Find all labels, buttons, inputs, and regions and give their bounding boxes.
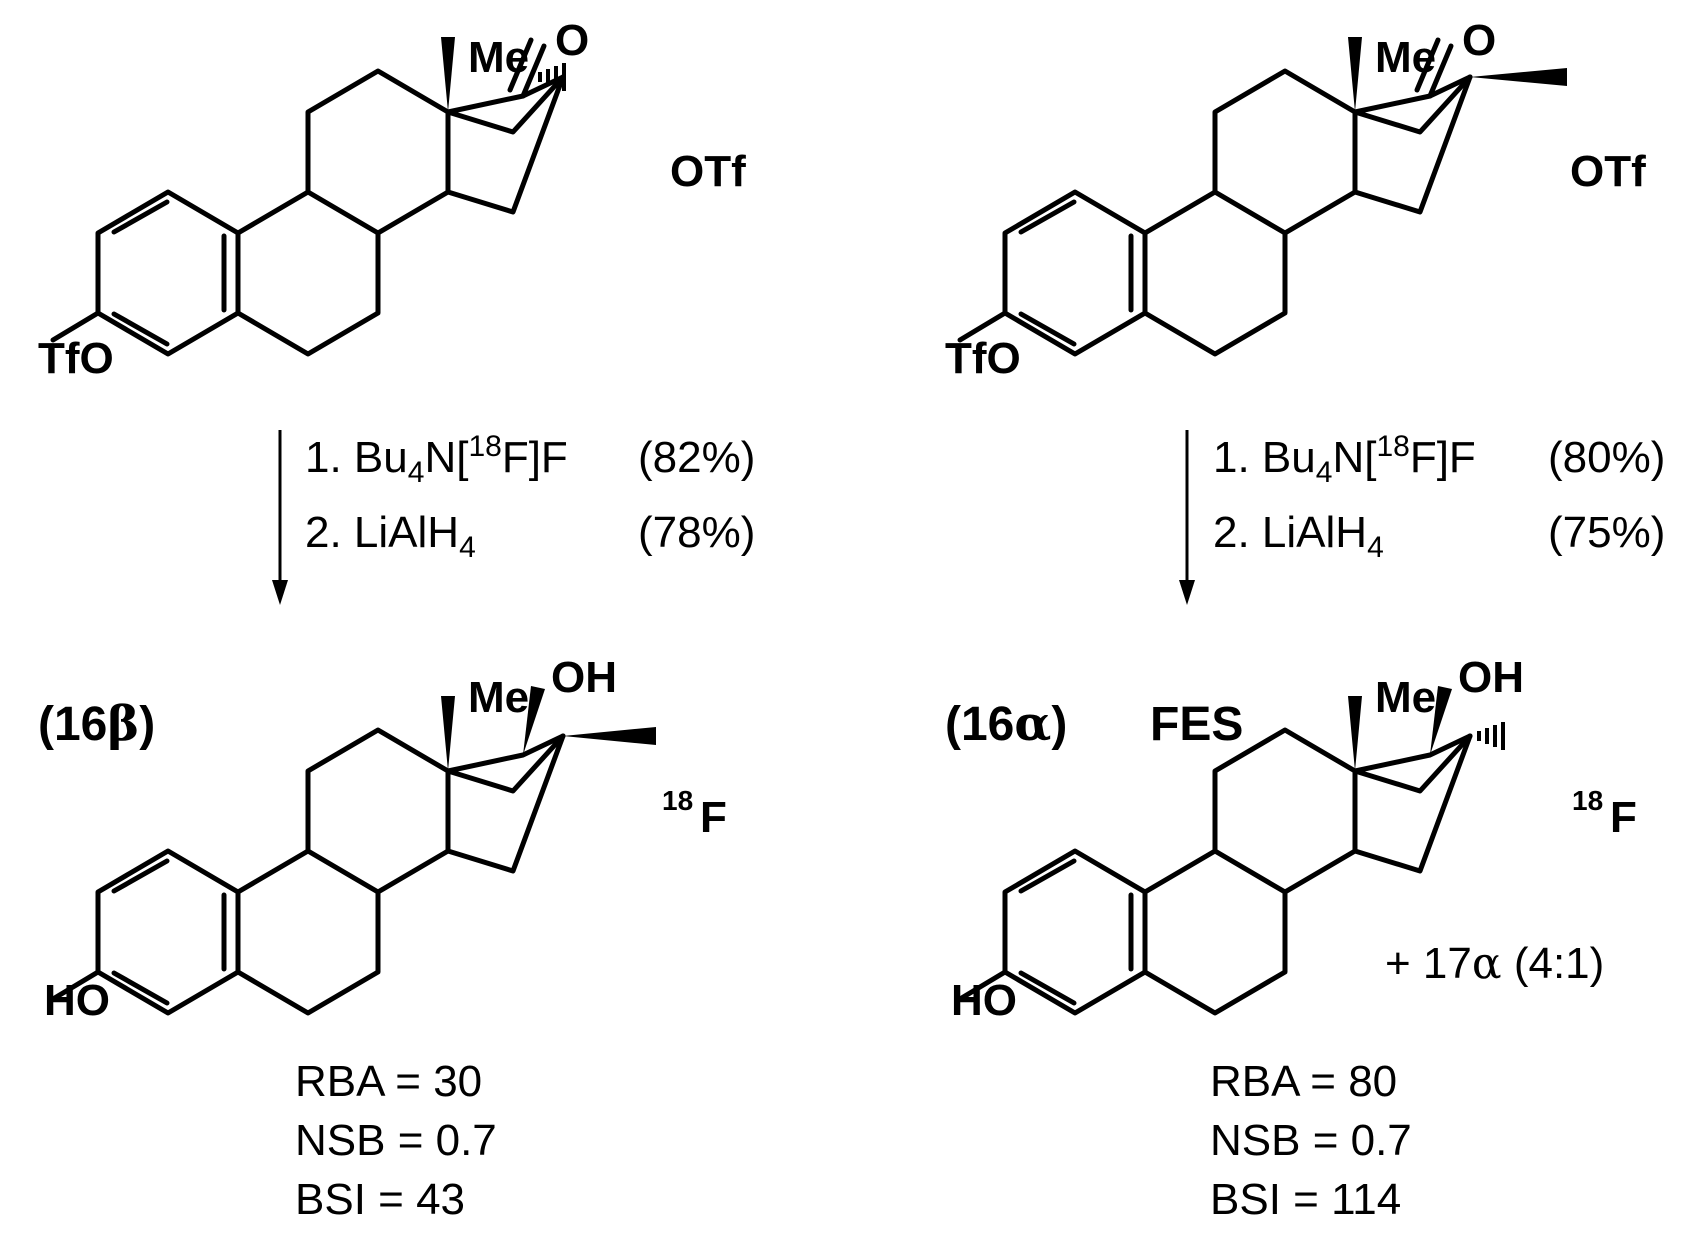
reaction-arrow-right xyxy=(1179,430,1195,605)
isotope-mass-label: 18 xyxy=(1572,785,1603,816)
reaction-arrow-left xyxy=(272,430,288,605)
condition-step2-right: 2. LiAlH4 xyxy=(1213,508,1384,564)
tfo-label: TfO xyxy=(945,334,1021,383)
rba-right: RBA = 80 xyxy=(1210,1057,1397,1106)
methyl-label: Me xyxy=(468,673,529,722)
methyl-label: Me xyxy=(468,33,529,82)
bsi-left: BSI = 43 xyxy=(295,1175,465,1224)
nsb-left: NSB = 0.7 xyxy=(295,1116,497,1165)
compound-label-16alpha: (16α) xyxy=(945,696,1067,752)
isomer-ratio-note: + 17α (4:1) xyxy=(1385,938,1604,989)
tfo-label: TfO xyxy=(38,334,114,383)
hashed-bond xyxy=(538,63,566,91)
reactant-left xyxy=(50,37,566,354)
condition-step2-left: 2. LiAlH4 xyxy=(305,508,476,564)
hydroxyl-label: OH xyxy=(1458,653,1524,702)
bsi-right: BSI = 114 xyxy=(1210,1175,1401,1224)
methyl-label: Me xyxy=(1375,673,1436,722)
product-right xyxy=(957,686,1505,1013)
compound-label-16beta: (16β) xyxy=(38,696,155,752)
nsb-right: NSB = 0.7 xyxy=(1210,1116,1412,1165)
condition-step1-right: 1. Bu4N[18F]F xyxy=(1213,430,1476,489)
condition-step1-left: 1. Bu4N[18F]F xyxy=(305,430,568,489)
carbonyl-oxygen-label: O xyxy=(555,16,589,65)
yield-step1-left: (82%) xyxy=(638,433,755,482)
isotope-mass-label: 18 xyxy=(662,785,693,816)
yield-step2-right: (75%) xyxy=(1548,508,1665,557)
fluorine-label: F xyxy=(700,793,727,842)
reactant-right xyxy=(957,37,1567,354)
yield-step2-left: (78%) xyxy=(638,508,755,557)
rba-left: RBA = 30 xyxy=(295,1057,482,1106)
product-left xyxy=(50,686,656,1013)
methyl-label: Me xyxy=(1375,33,1436,82)
yield-step1-right: (80%) xyxy=(1548,433,1665,482)
hashed-bond xyxy=(1477,722,1505,750)
carbonyl-oxygen-label: O xyxy=(1462,16,1496,65)
fluorine-label: F xyxy=(1610,793,1637,842)
phenol-label: HO xyxy=(951,976,1017,1025)
hydroxyl-label: OH xyxy=(551,653,617,702)
otf-label: OTf xyxy=(670,147,746,196)
otf-label: OTf xyxy=(1570,147,1646,196)
phenol-label: HO xyxy=(44,976,110,1025)
compound-name-fes: FES xyxy=(1150,698,1243,751)
